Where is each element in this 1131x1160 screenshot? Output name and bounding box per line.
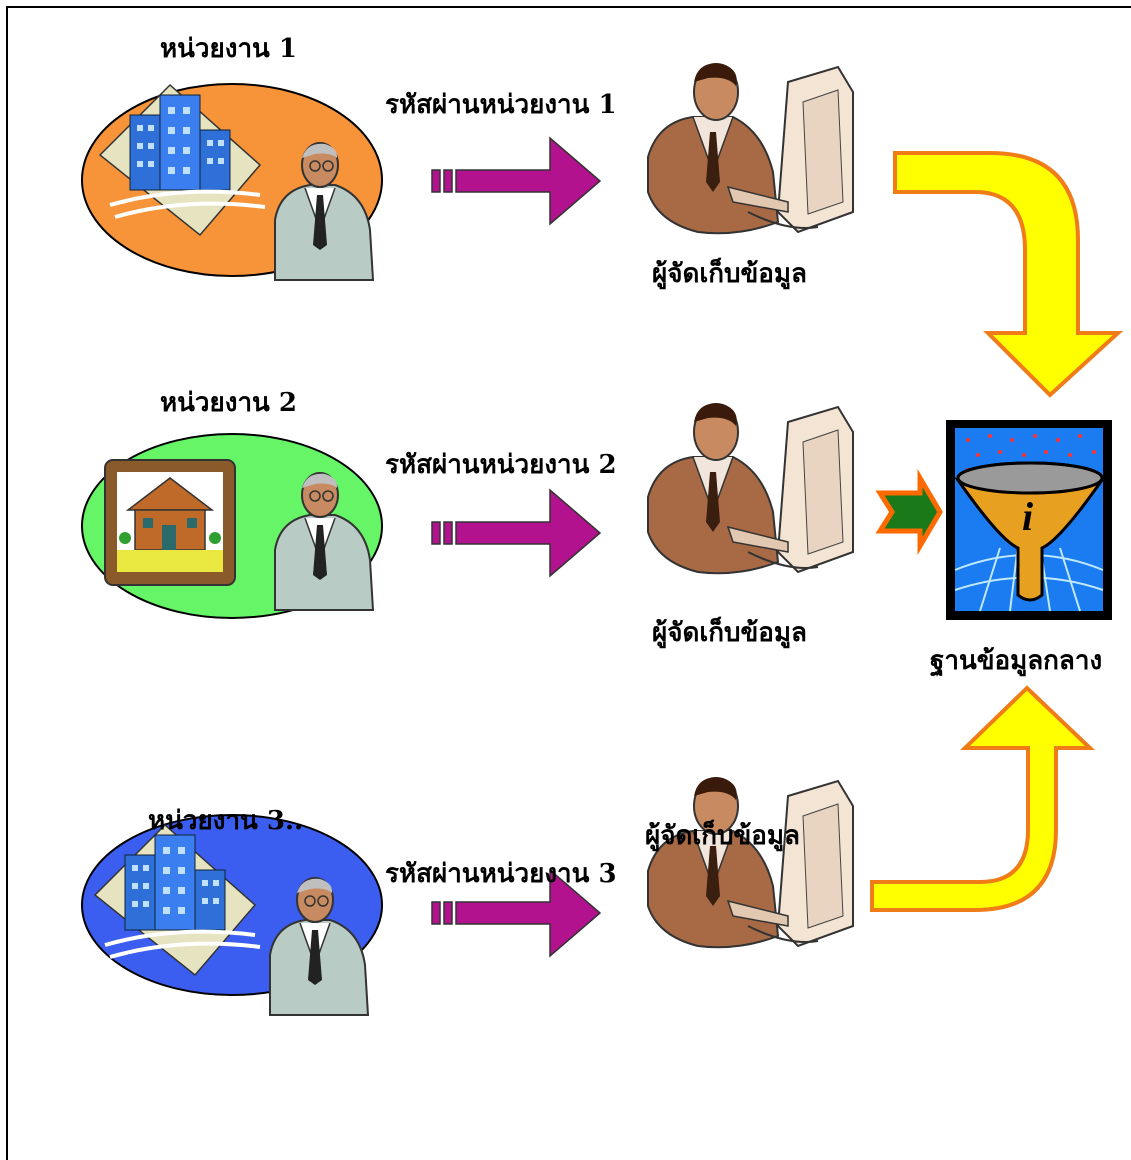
collector-icon-3 <box>647 776 854 949</box>
collector-icon-2 <box>647 402 854 575</box>
arrow-right-2 <box>431 489 601 577</box>
collector-icon-1 <box>647 62 854 235</box>
agency-2-oval <box>81 433 383 619</box>
agency-3-label: หน่วยงาน 3.. <box>148 806 304 836</box>
password-label-1: รหัสผ่านหน่วยงาน 1 <box>385 90 617 120</box>
password-label-2: รหัสผ่านหน่วยงาน 2 <box>385 450 617 480</box>
green-arrow <box>875 468 943 556</box>
arrow-right-1 <box>431 137 601 225</box>
collector-label-2: ผู้จัดเก็บข้อมูล <box>652 618 807 648</box>
agency-3-oval <box>81 814 383 1016</box>
yellow-arrow-down <box>893 151 1124 398</box>
agency-1-label: หน่วยงาน 1 <box>160 34 297 64</box>
diagram-frame <box>6 6 1131 1160</box>
svg-text:i: i <box>1022 494 1033 539</box>
central-database-label: ฐานข้อมูลกลาง <box>930 646 1103 676</box>
collector-label-3: ผู้จัดเก็บข้อมูล <box>645 821 800 851</box>
agency-2-label: หน่วยงาน 2 <box>160 388 297 418</box>
password-label-3: รหัสผ่านหน่วยงาน 3 <box>385 859 617 889</box>
central-database-icon: i <box>946 420 1112 620</box>
collector-label-1: ผู้จัดเก็บข้อมูล <box>652 259 807 289</box>
agency-1-oval <box>81 83 383 281</box>
yellow-arrow-up <box>870 685 1095 912</box>
